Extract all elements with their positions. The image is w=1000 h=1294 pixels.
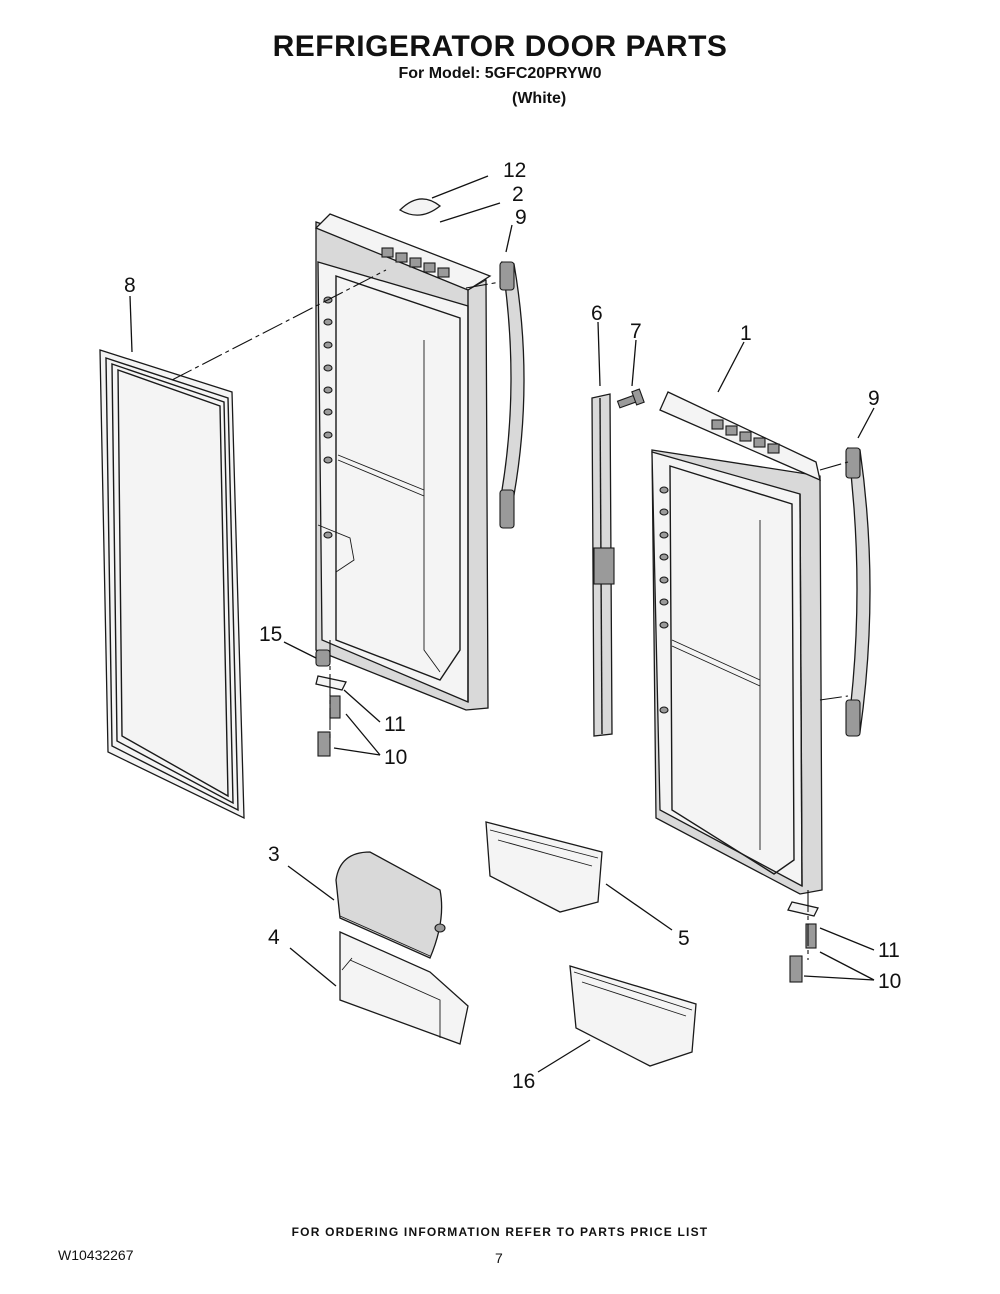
callout-10-left: 10 <box>384 746 408 769</box>
dairy-bin-part-4 <box>339 930 469 1045</box>
right-door-part-1 <box>651 391 823 895</box>
left-handle-part-9 <box>499 261 525 529</box>
right-door-top-vents <box>711 419 780 454</box>
dairy-cover-part-3 <box>335 851 446 959</box>
door-bin-part-5 <box>485 821 603 913</box>
callout-9-left: 9 <box>515 206 527 229</box>
color-line: (White) <box>512 90 567 107</box>
callout-2: 2 <box>512 183 524 206</box>
callout-16: 16 <box>512 1070 536 1093</box>
callout-11-right: 11 <box>878 939 900 962</box>
left-door-top-vents <box>381 247 450 278</box>
callout-5: 5 <box>678 927 690 950</box>
leader-lines <box>129 175 875 1073</box>
right-hinge-hardware <box>787 901 819 983</box>
page-number: 7 <box>495 1250 503 1266</box>
callout-9-right: 9 <box>868 387 880 410</box>
right-handle-part-9 <box>845 447 871 737</box>
callout-4: 4 <box>268 926 280 949</box>
center-mullion-part-6 <box>591 393 615 737</box>
page-title: REFRIGERATOR DOOR PARTS <box>272 30 728 63</box>
callout-10-right: 10 <box>878 970 902 993</box>
left-door-shelf-supports <box>323 296 333 539</box>
emblem-part-12 <box>398 198 442 216</box>
callout-15: 15 <box>259 623 283 646</box>
document-number: W10432267 <box>58 1247 134 1263</box>
left-door-part-2 <box>314 213 492 711</box>
callout-3: 3 <box>268 843 280 866</box>
callout-8: 8 <box>124 274 136 297</box>
screw-part-7 <box>616 388 645 409</box>
door-bin-part-16 <box>569 965 697 1067</box>
left-hinge-hardware <box>315 649 347 757</box>
callout-12: 12 <box>503 159 527 182</box>
ordering-note: FOR ORDERING INFORMATION REFER TO PARTS … <box>291 1225 709 1239</box>
callout-11-left: 11 <box>384 713 406 736</box>
model-line: For Model: 5GFC20PRYW0 <box>398 65 602 82</box>
right-door-shelf-supports <box>659 486 669 714</box>
callout-1: 1 <box>740 322 752 345</box>
door-gasket-part-8 <box>99 349 245 820</box>
callout-6: 6 <box>591 302 603 325</box>
callout-7: 7 <box>630 320 642 343</box>
